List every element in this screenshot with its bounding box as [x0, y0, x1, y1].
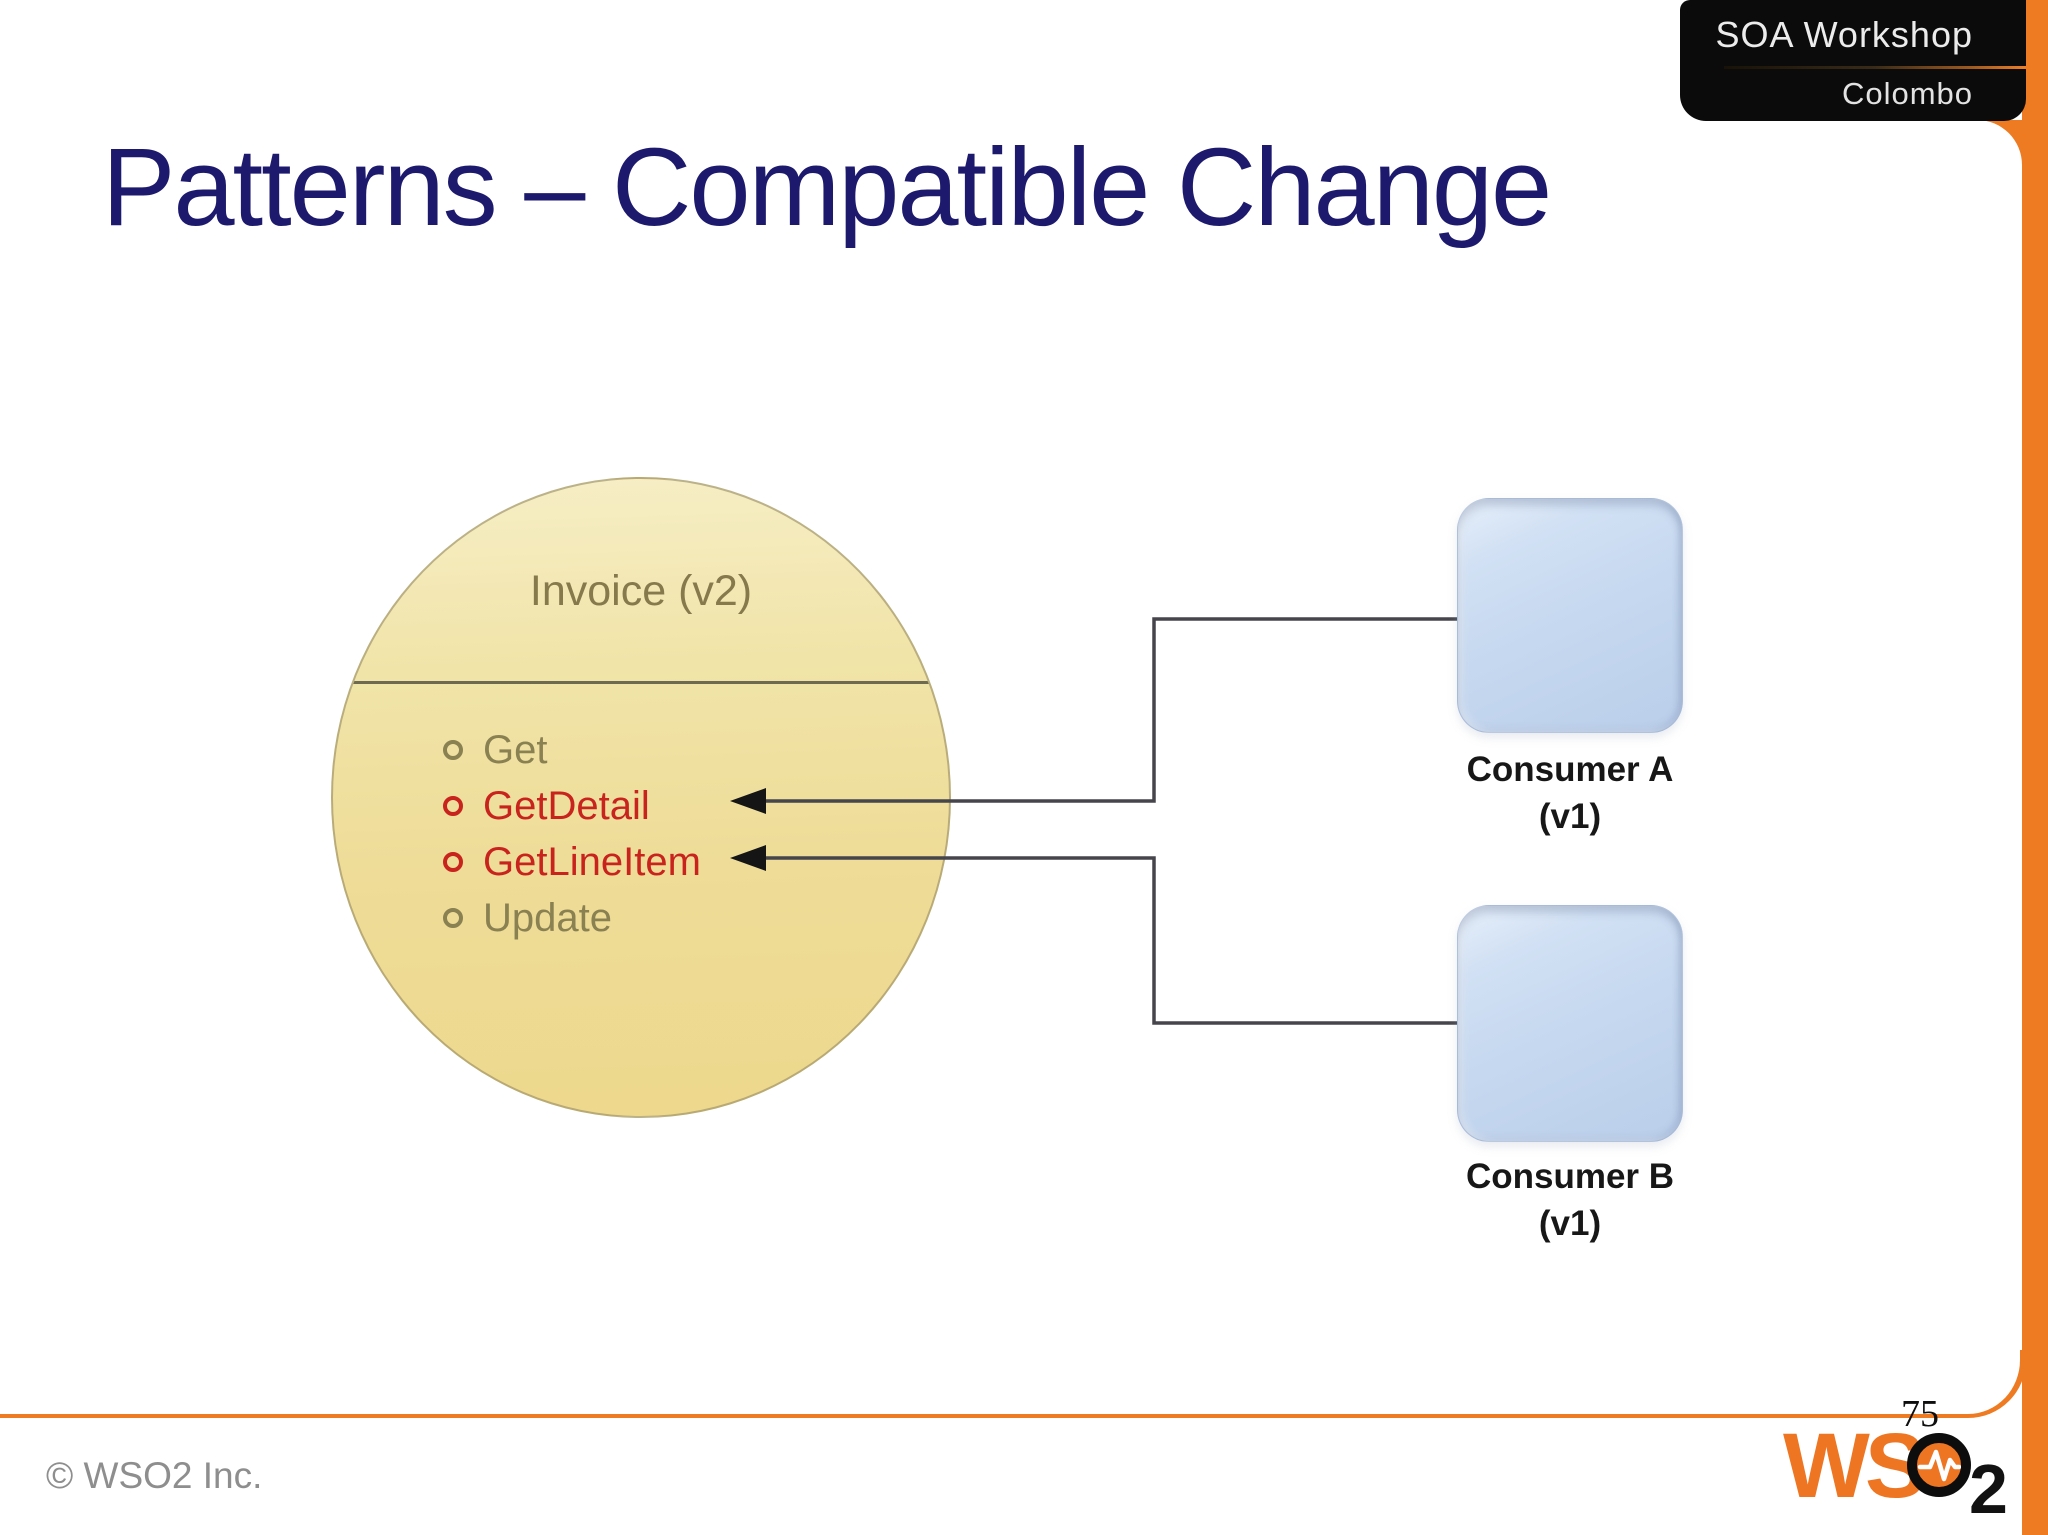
- operation-label: GetLineItem: [483, 839, 701, 884]
- operation-label: Update: [483, 895, 612, 940]
- operation-bullet-icon: [443, 796, 463, 816]
- operation-row-getdetail: GetDetail: [443, 782, 650, 830]
- operation-row-getlineitem: GetLineItem: [443, 838, 701, 886]
- operation-row-get: Get: [443, 726, 547, 774]
- service-circle-invoice: Invoice (v2) Get GetDetail GetLineItem U…: [331, 477, 951, 1118]
- operation-row-update: Update: [443, 894, 612, 942]
- badge-location: Colombo: [1841, 76, 1973, 111]
- right-accent-stripe: [2022, 0, 2048, 1535]
- consumer-version: (v1): [1538, 1204, 1602, 1243]
- wso2-logo-subscript: 2: [1969, 1450, 2008, 1528]
- footer-divider-line: [0, 1414, 1968, 1418]
- badge-divider: [1724, 66, 2026, 69]
- copyright-text: © WSO2 Inc.: [46, 1455, 263, 1496]
- operation-bullet-icon: [443, 908, 463, 928]
- badge-workshop-name: SOA Workshop: [1715, 14, 1973, 55]
- operation-bullet-icon: [443, 852, 463, 872]
- consumer-name: Consumer B: [1465, 1157, 1675, 1196]
- consumer-a-box: [1457, 498, 1683, 733]
- workshop-badge: SOA Workshop Colombo: [1680, 0, 2026, 121]
- consumer-b-label: Consumer B (v1): [1430, 1153, 1710, 1247]
- page-title: Patterns – Compatible Change: [102, 126, 1552, 249]
- wso2-logo-pulse-icon: [1907, 1433, 1971, 1497]
- wso2-logo-ws-text: WS: [1783, 1415, 1926, 1517]
- wso2-logo: WS 2: [1783, 1420, 2023, 1530]
- arrowhead-getlineitem: [730, 845, 766, 871]
- service-name-label: Invoice (v2): [529, 567, 753, 615]
- consumer-name: Consumer A: [1466, 750, 1674, 789]
- arrowhead-getdetail: [730, 788, 766, 814]
- consumer-version: (v1): [1538, 797, 1602, 836]
- service-divider-line: [333, 681, 949, 684]
- operation-label: GetDetail: [483, 783, 650, 828]
- consumer-b-box: [1457, 905, 1683, 1142]
- operation-label: Get: [483, 727, 548, 772]
- page-number: 75: [1901, 1393, 1939, 1435]
- consumer-a-label: Consumer A (v1): [1430, 746, 1710, 840]
- operation-bullet-icon: [443, 740, 463, 760]
